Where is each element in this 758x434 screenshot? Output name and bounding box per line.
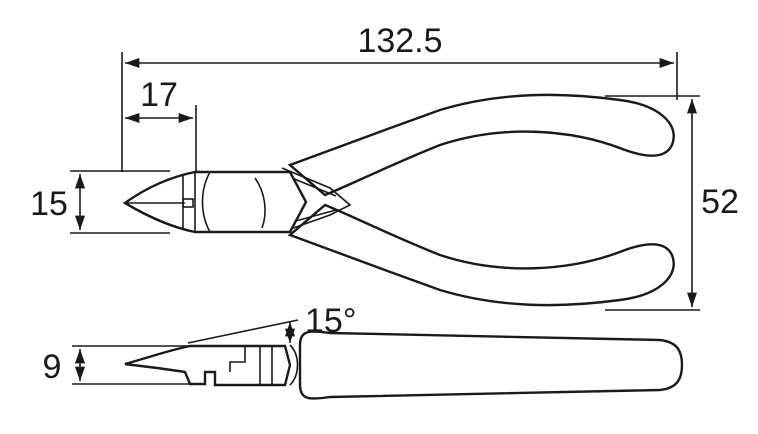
dim-label-head-width: 15: [30, 185, 68, 223]
dim-handle-span: 52: [605, 95, 739, 311]
dim-label-handle-span: 52: [701, 183, 739, 221]
pliers-top-view: [122, 93, 675, 307]
pliers-side-view: [124, 330, 684, 400]
dim-label-overall-length: 132.5: [357, 22, 442, 60]
dim-head-width: 15: [30, 170, 170, 234]
dim-overall-length: 132.5: [121, 22, 678, 172]
lower-handle: [287, 203, 675, 307]
dim-head-thickness: 9: [43, 345, 190, 386]
jaw-head: [122, 170, 308, 234]
dim-label-head-thickness: 9: [43, 348, 62, 386]
dim-bevel-angle: 15°: [187, 302, 356, 344]
dim-label-jaw-length: 17: [140, 76, 178, 114]
dim-jaw-length: 17: [125, 76, 197, 172]
return-spring: [281, 167, 352, 233]
dim-label-bevel-angle: 15°: [305, 302, 356, 340]
side-jaw: [124, 344, 292, 387]
side-handle: [298, 330, 684, 400]
upper-handle: [287, 93, 675, 197]
